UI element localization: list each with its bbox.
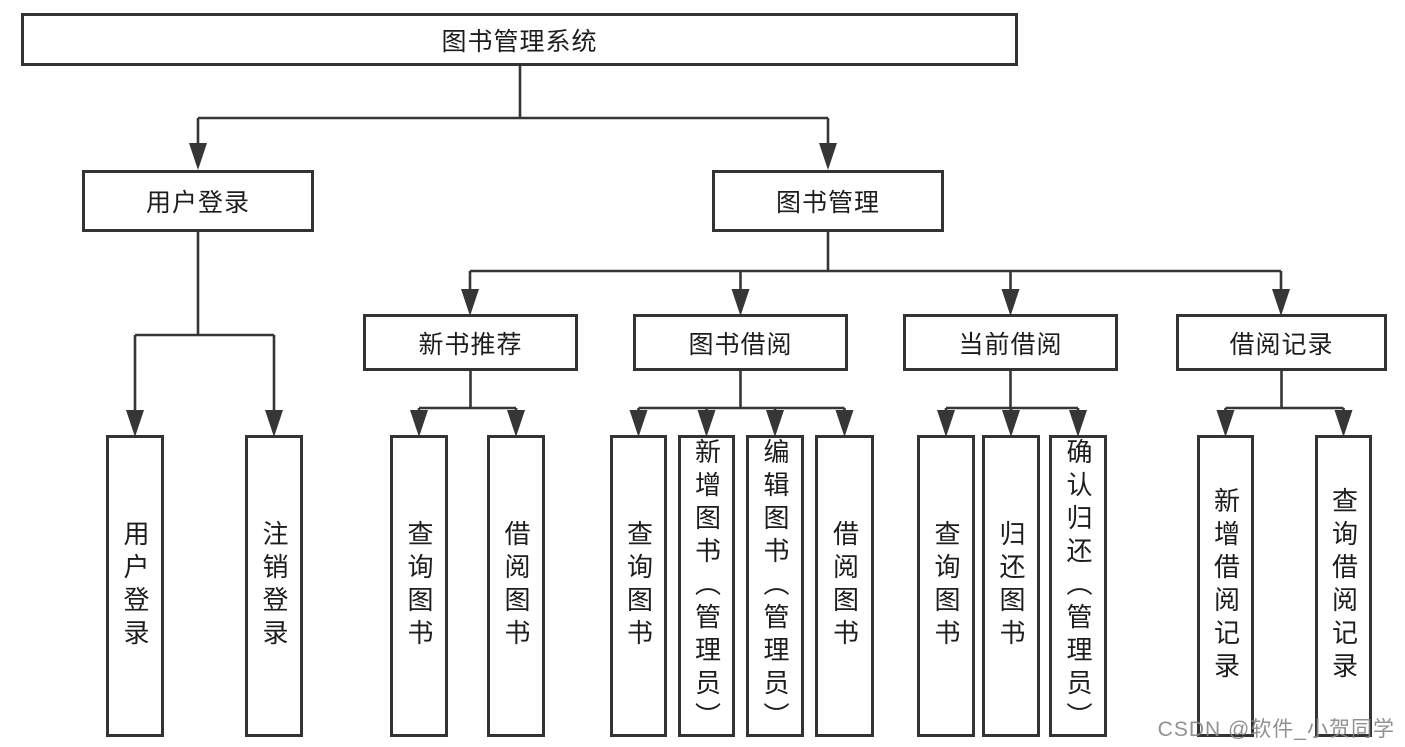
leaf-query-borrow-record: 查询借阅记录 [1315, 435, 1372, 737]
node-current-borrowing: 当前借阅 [903, 314, 1118, 371]
node-book-management: 图书管理 [712, 170, 944, 232]
leaf-edit-books-admin: 编辑图书（管理员） [746, 435, 804, 737]
leaf-add-books-admin: 新增图书（管理员） [678, 435, 735, 737]
node-library-system: 图书管理系统 [21, 13, 1018, 66]
csdn-watermark: CSDN @软件_小贺同学 [1157, 718, 1395, 741]
leaf-query-books-recommend: 查询图书 [390, 435, 448, 737]
leaf-confirm-return-admin: 确认归还（管理员） [1049, 435, 1107, 737]
leaf-borrow-books-recommend: 借阅图书 [487, 435, 545, 737]
leaf-logout: 注销登录 [245, 435, 303, 737]
leaf-query-books-borrow: 查询图书 [610, 435, 667, 737]
leaf-query-books-current: 查询图书 [917, 435, 975, 737]
leaf-borrow-books: 借阅图书 [815, 435, 874, 737]
node-book-borrowing: 图书借阅 [633, 314, 848, 371]
node-user-login: 用户登录 [82, 170, 314, 232]
node-borrowing-records: 借阅记录 [1176, 314, 1387, 371]
leaf-add-borrow-record: 新增借阅记录 [1197, 435, 1254, 737]
leaf-return-books: 归还图书 [982, 435, 1040, 737]
leaf-user-login: 用户登录 [106, 435, 164, 737]
node-new-book-recommend: 新书推荐 [363, 314, 578, 371]
